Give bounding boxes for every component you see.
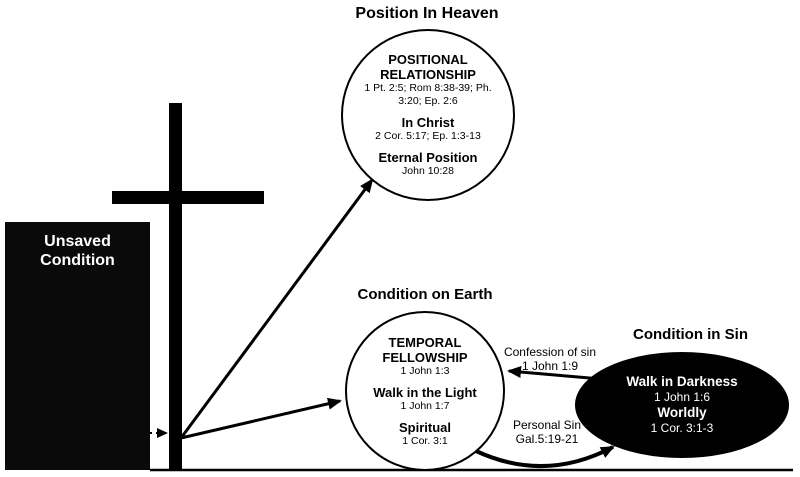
heaven-circle: POSITIONAL RELATIONSHIP 1 Pt. 2:5; Rom 8… bbox=[341, 29, 515, 201]
personal-sin-label-text: Personal Sin bbox=[512, 418, 582, 432]
cross-vertical-bar bbox=[169, 103, 182, 470]
heaven-heading: POSITIONAL RELATIONSHIP bbox=[380, 52, 476, 82]
sin-item1-refs: 1 John 1:6 bbox=[653, 390, 711, 404]
heaven-title: Position In Heaven bbox=[355, 5, 499, 22]
personal-sin-label-ref: Gal.5:19-21 bbox=[515, 432, 579, 446]
heaven-item2: Eternal Position bbox=[378, 150, 478, 165]
confession-arrow bbox=[507, 366, 602, 381]
earth-heading: TEMPORAL FELLOWSHIP bbox=[382, 334, 468, 365]
earth-item2: Spiritual bbox=[398, 419, 451, 435]
sin-item2-refs: 1 Cor. 3:1-3 bbox=[650, 421, 714, 435]
earth-item1-refs: 1 John 1:7 bbox=[400, 399, 450, 412]
unsaved-condition-label: Unsaved Condition bbox=[40, 233, 115, 269]
heaven-heading-refs: 1 Pt. 2:5; Rom 8:38-39; Ph. 3:20; Ep. 2:… bbox=[364, 82, 492, 107]
earth-item1: Walk in the Light bbox=[373, 384, 477, 400]
arrow-to-heaven bbox=[179, 178, 374, 439]
cross bbox=[112, 103, 264, 470]
sin-ellipse: Walk in Darkness 1 John 1:6 Worldly 1 Co… bbox=[575, 352, 789, 458]
earth-heading-refs: 1 John 1:3 bbox=[400, 364, 450, 377]
earth-title: Condition on Earth bbox=[357, 286, 493, 303]
earth-circle: TEMPORAL FELLOWSHIP 1 John 1:3 Walk in t… bbox=[345, 311, 505, 471]
sin-item1: Walk in Darkness bbox=[626, 374, 738, 389]
personal-sin-label: Personal Sin Gal.5:19-21 bbox=[502, 418, 592, 446]
personal-sin-arrow bbox=[475, 445, 615, 469]
cross-horizontal-bar bbox=[112, 191, 264, 204]
arrow-to-earth bbox=[180, 397, 342, 440]
heaven-item1: In Christ bbox=[401, 115, 455, 130]
heaven-item1-refs: 2 Cor. 5:17; Ep. 1:3-13 bbox=[375, 130, 481, 142]
earth-item2-refs: 1 Cor. 3:1 bbox=[402, 434, 448, 447]
sin-item2: Worldly bbox=[657, 405, 707, 420]
confession-label-ref: 1 John 1:9 bbox=[521, 359, 579, 373]
heaven-item2-refs: John 10:28 bbox=[402, 165, 454, 177]
confession-label-text: Confession of sin bbox=[503, 345, 597, 359]
unsaved-condition-box: Unsaved Condition bbox=[5, 222, 150, 470]
sin-title: Condition in Sin bbox=[633, 326, 748, 343]
confession-label: Confession of sin 1 John 1:9 bbox=[497, 345, 603, 373]
